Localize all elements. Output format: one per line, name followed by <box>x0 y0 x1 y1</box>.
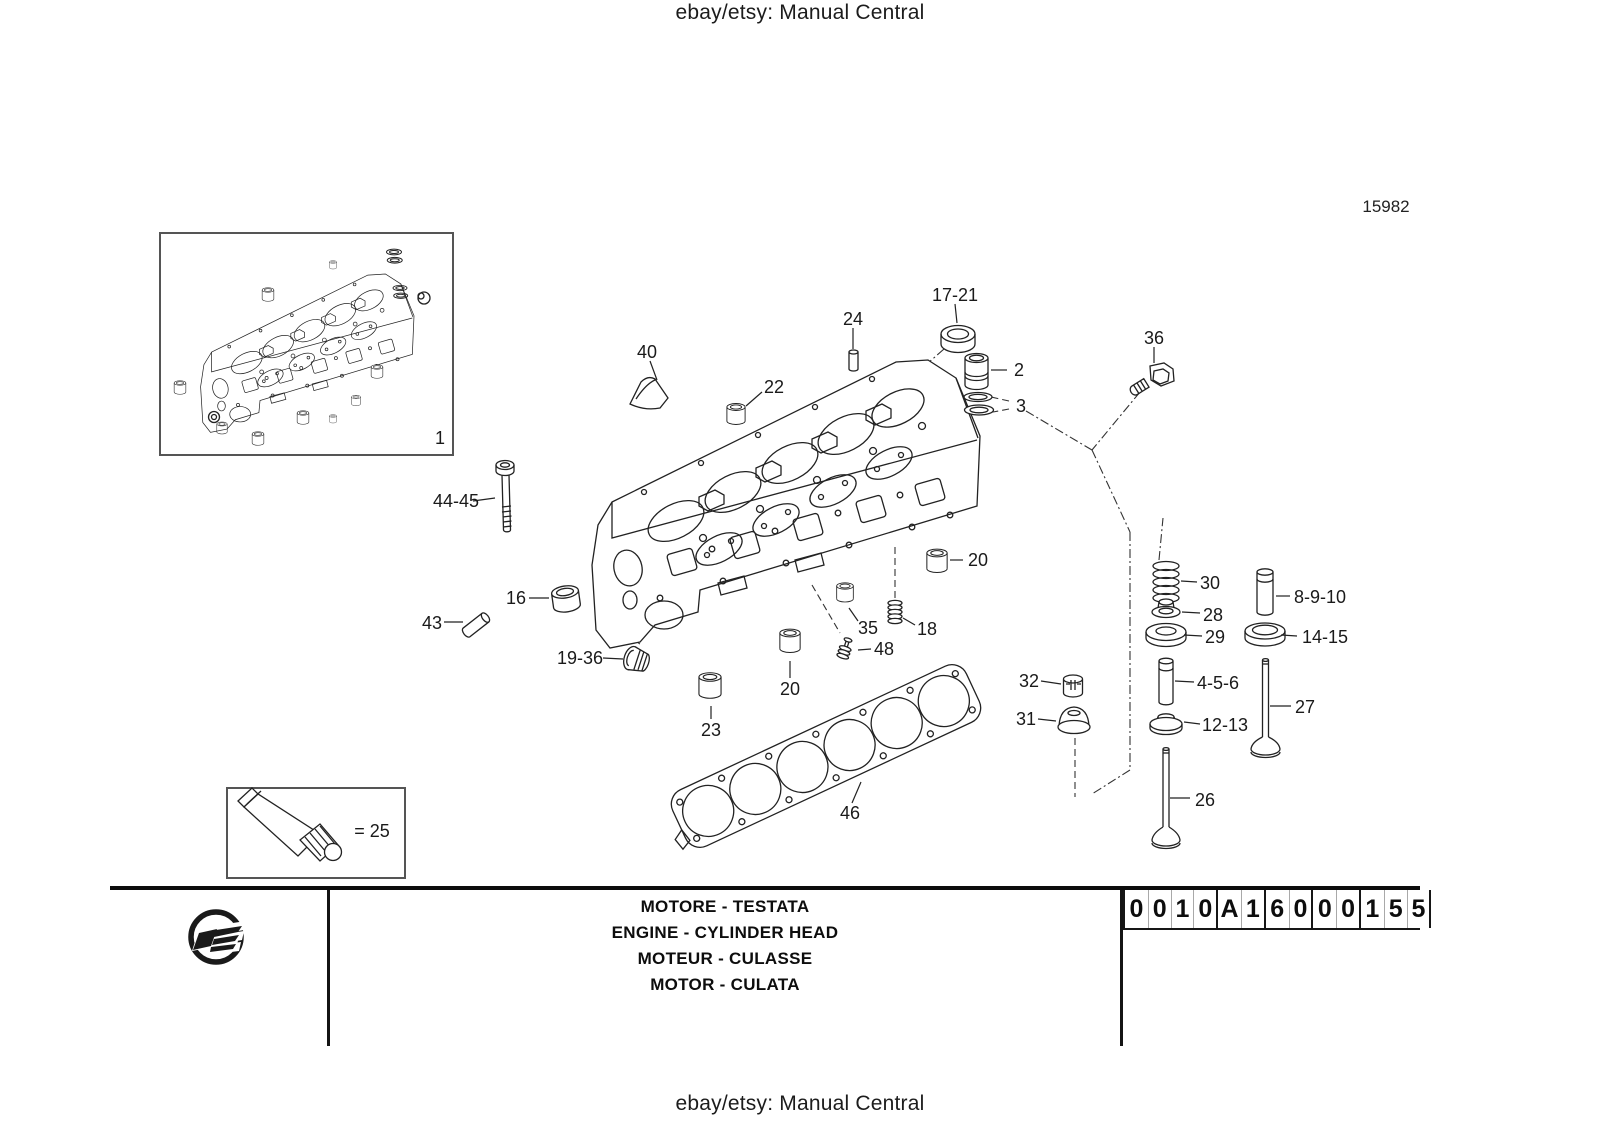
sealant-box <box>226 787 406 879</box>
part-4-5-6-drawing <box>1158 657 1174 706</box>
part-18-drawing <box>887 599 903 625</box>
title-line-2: ENGINE - CYLINDER HEAD <box>611 923 839 942</box>
part-code-char: 0 <box>1317 895 1332 923</box>
part-23-drawing <box>698 672 722 699</box>
part-16-drawing <box>550 585 581 613</box>
part-code-char: 0 <box>1193 890 1216 928</box>
sealant-tube-drawing <box>237 787 343 862</box>
part-44-45-drawing <box>495 459 515 533</box>
title-block-titles: MOTORE - TESTATA ENGINE - CYLINDER HEAD MO… <box>330 894 1120 998</box>
inset-box <box>159 232 454 456</box>
figure-number: 15982 <box>1362 197 1410 216</box>
part-28-drawing <box>1151 598 1181 619</box>
part-30-drawing <box>1152 560 1180 604</box>
title-line-4: MOTOR - CULATA <box>650 975 800 994</box>
title-block-divider-right <box>1120 890 1123 1046</box>
part-20a-drawing <box>926 548 948 574</box>
part-31-drawing <box>1057 706 1091 735</box>
part-code-char: 1 <box>1170 890 1194 928</box>
part-2-drawing <box>964 352 989 391</box>
part-12-13-drawing <box>1149 713 1183 736</box>
inset-scattered-parts <box>173 248 431 446</box>
part-code-char: 0 <box>1288 890 1312 928</box>
title-block-divider-left <box>327 890 330 1046</box>
part-24-drawing <box>848 349 859 372</box>
title-line-1: MOTORE - TESTATA <box>640 897 810 916</box>
title-block-top-rule <box>110 886 1420 890</box>
part-code-char: 1 <box>1240 890 1264 928</box>
part-36-drawing <box>1129 362 1175 396</box>
part-code-char: 0 <box>1336 890 1359 928</box>
part-code-char: 0 <box>1129 895 1144 923</box>
part-27-drawing <box>1250 657 1281 759</box>
part-29-drawing <box>1145 622 1187 648</box>
part-8-9-10-drawing <box>1256 568 1274 616</box>
part-code-char: 5 <box>1383 890 1407 928</box>
page-footer-watermark: ebay/etsy: Manual Central <box>675 1092 925 1115</box>
part-19-36-drawing <box>623 645 650 672</box>
detached-parts <box>461 324 1286 850</box>
title-line-3: MOTEUR - CULASSE <box>637 949 813 968</box>
part-14-15-drawing <box>1244 622 1286 647</box>
part-35-drawing <box>836 582 854 603</box>
brand-logo-icon <box>188 909 246 965</box>
part-17-21-drawing <box>940 324 976 354</box>
part-3-drawing <box>963 391 995 416</box>
brand-logo <box>186 906 246 966</box>
part-22-drawing <box>726 403 746 425</box>
part-code-char: 5 <box>1406 890 1430 928</box>
leader-lines <box>444 303 1298 804</box>
part-code-char: 1 <box>1365 895 1380 923</box>
part-code-char: 6 <box>1270 895 1285 923</box>
head-gasket-drawing <box>670 664 982 851</box>
part-code-char: 0 <box>1147 890 1171 928</box>
part-43-drawing <box>461 612 491 638</box>
part-20b-drawing <box>779 628 801 654</box>
part-code-char: A <box>1220 895 1239 923</box>
part-48-drawing <box>836 637 853 660</box>
part-40-drawing <box>629 376 669 410</box>
part-26-drawing <box>1151 746 1181 850</box>
part-32-drawing <box>1062 674 1084 698</box>
page-header-watermark: ebay/etsy: Manual Central <box>675 1 925 24</box>
